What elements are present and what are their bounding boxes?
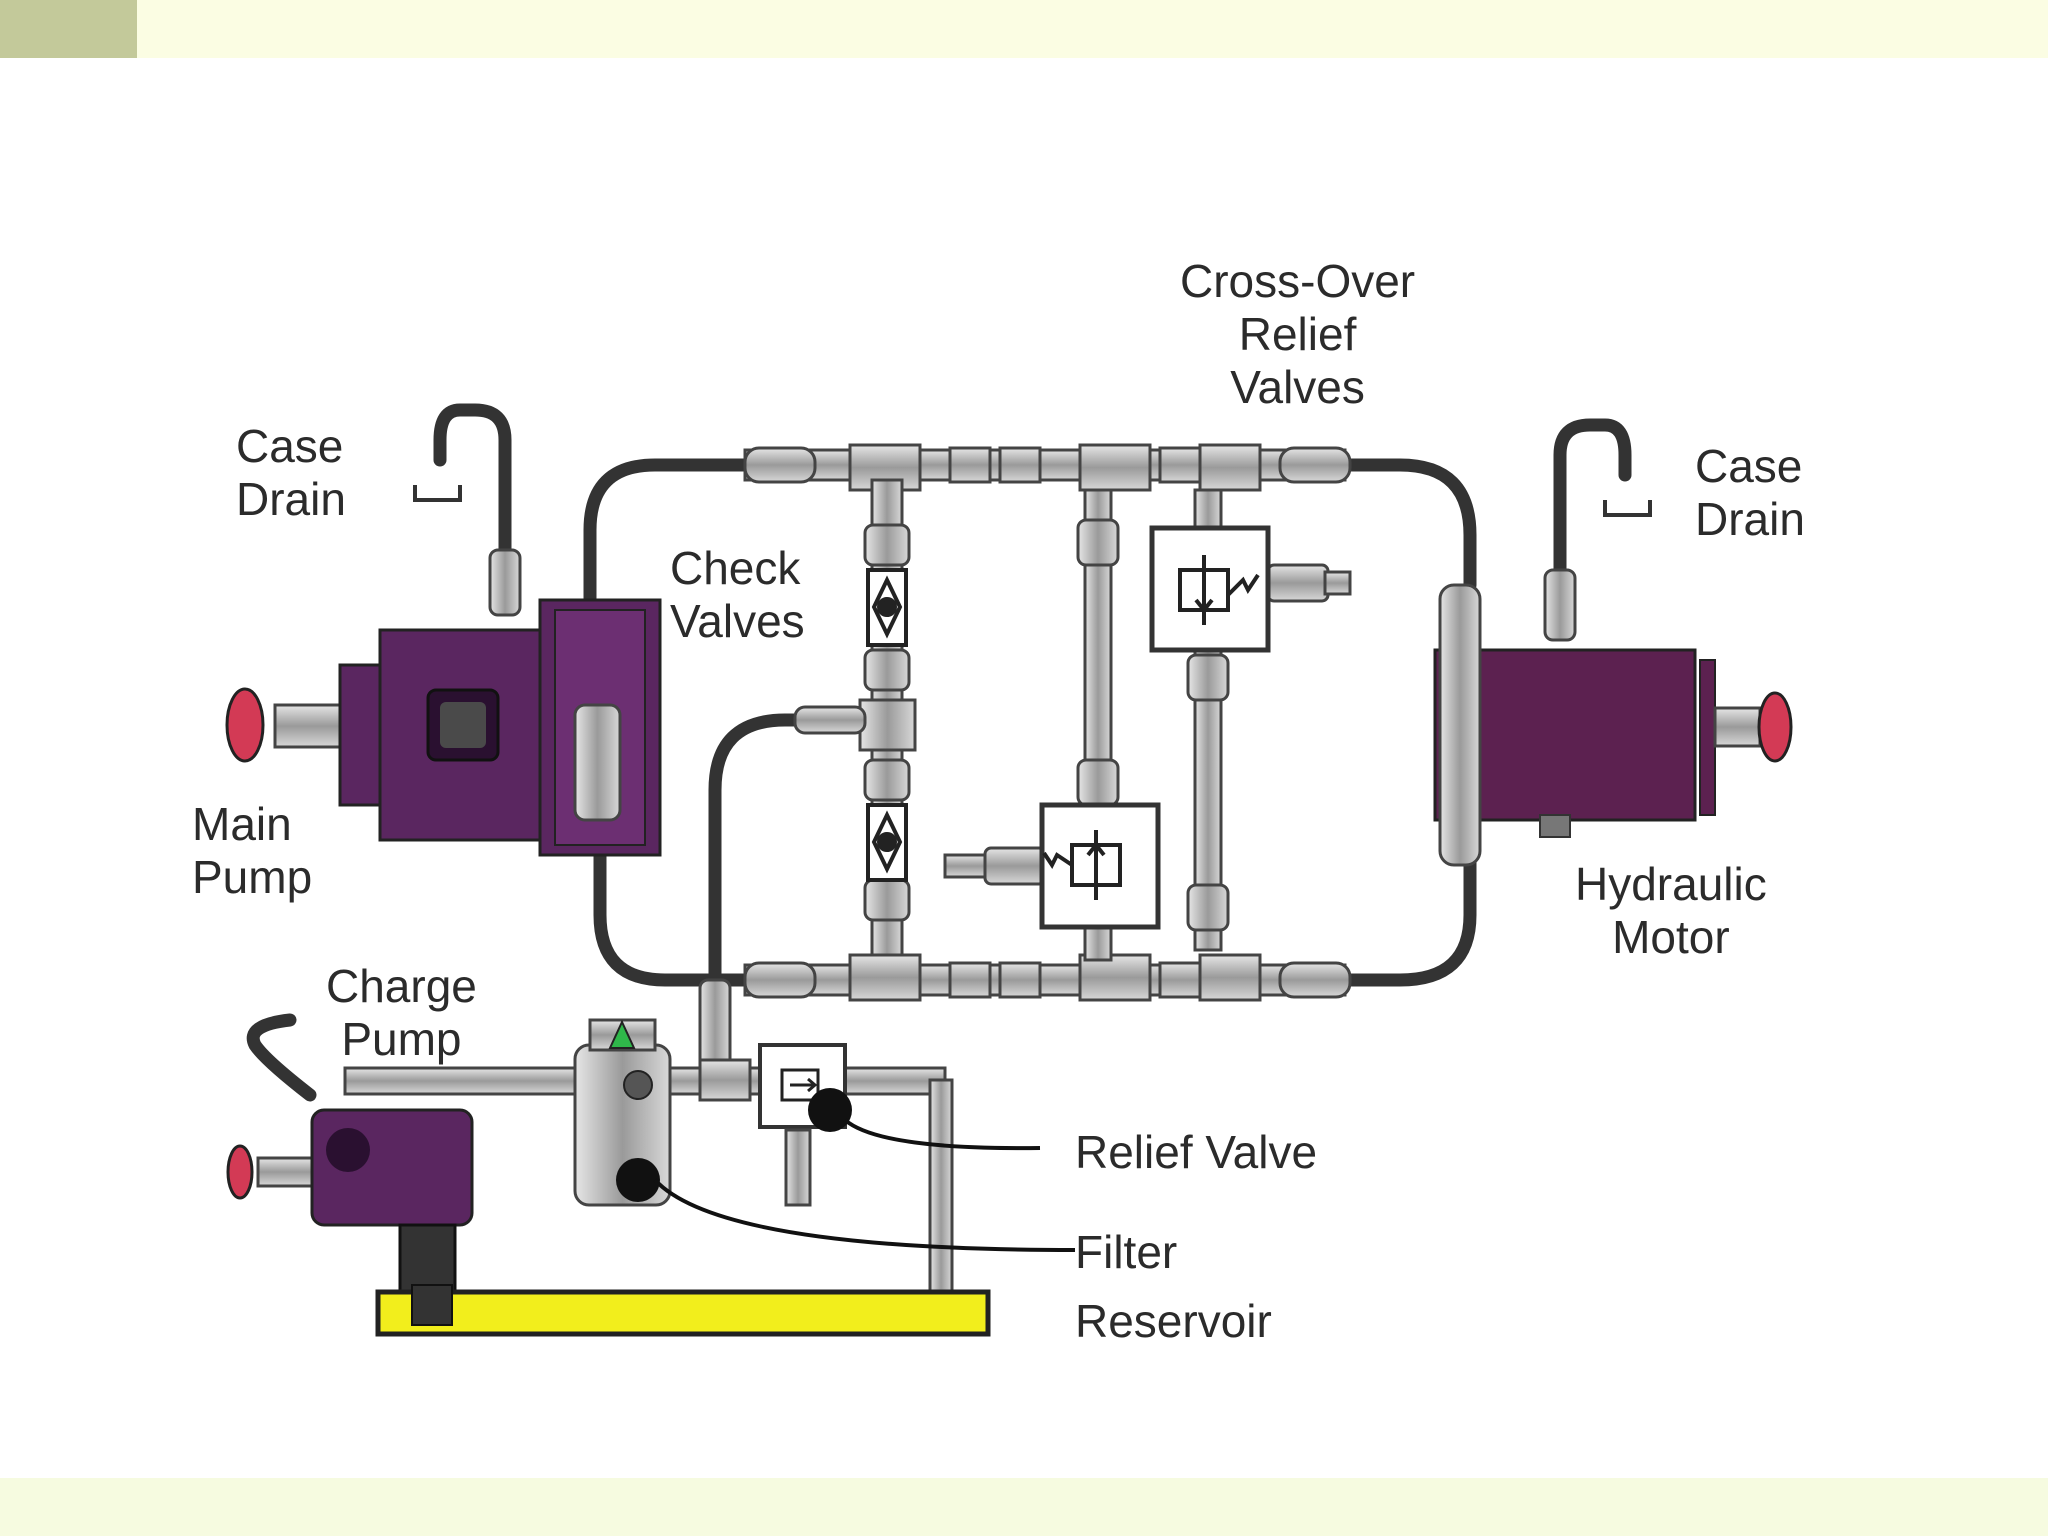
hydraulic-motor-icon bbox=[1433, 568, 1793, 867]
label-filter: Filter bbox=[1075, 1226, 1178, 1278]
main-pump-icon bbox=[225, 548, 662, 857]
header-accent-block bbox=[0, 0, 137, 58]
charge-pump-icon bbox=[226, 1108, 474, 1327]
leader-lines bbox=[653, 1118, 1076, 1252]
bottom-manifold bbox=[743, 953, 1352, 1002]
label-reservoir: Reservoir bbox=[1075, 1295, 1272, 1347]
relief-valve-icon bbox=[1039, 525, 1271, 930]
reservoir-icon bbox=[375, 1284, 991, 1337]
check-valve-icon bbox=[866, 568, 908, 882]
label-check-valves: Check Valves bbox=[670, 542, 805, 647]
footer-band bbox=[0, 1478, 2048, 1536]
filter-icon bbox=[573, 1018, 672, 1207]
label-relief-valve: Relief Valve bbox=[1075, 1126, 1318, 1178]
label-cross-over-relief-valves: Cross-Over Relief Valves bbox=[1180, 255, 1416, 413]
label-hydraulic-motor: Hydraulic Motor bbox=[1575, 858, 1767, 963]
cross-over-relief-columns bbox=[943, 488, 1352, 962]
label-case-drain-right: Case Drain bbox=[1695, 440, 1805, 545]
header-band bbox=[0, 0, 2048, 58]
label-charge-pump: Charge Pump bbox=[326, 960, 477, 1065]
label-case-drain-left: Case Drain bbox=[236, 420, 346, 525]
check-valve-column bbox=[793, 478, 917, 957]
top-manifold bbox=[743, 443, 1352, 492]
charge-relief-valve-icon bbox=[758, 1043, 852, 1207]
case-drain-icon bbox=[413, 485, 1652, 517]
label-main-pump: Main Pump bbox=[192, 798, 313, 903]
main-loop-pipes bbox=[246, 403, 1632, 1102]
